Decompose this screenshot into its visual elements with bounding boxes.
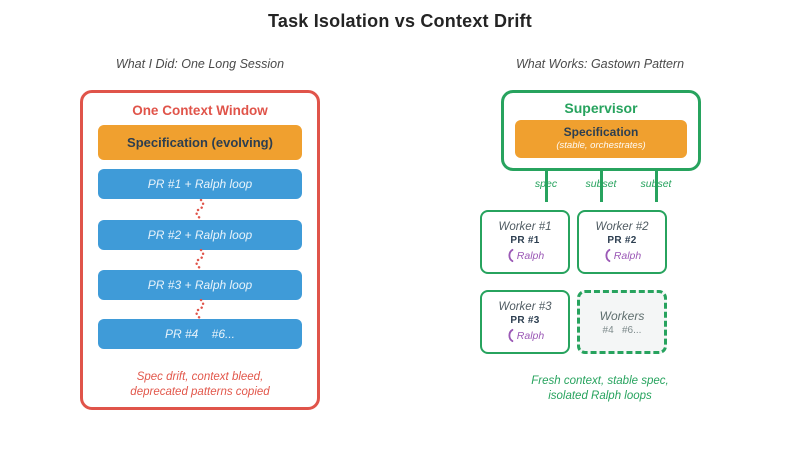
- left-column-subtitle: What I Did: One Long Session: [115, 57, 285, 71]
- worker1-loop: Ralph: [506, 248, 544, 263]
- worker3-box: Worker #3 PR #3 Ralph: [480, 290, 570, 354]
- subset-edge-label-1: subset: [585, 178, 617, 190]
- loop-arc-icon: [508, 328, 514, 343]
- left-caption: Spec drift, context bleed, deprecated pa…: [83, 370, 317, 400]
- worker1-name: Worker #1: [498, 221, 552, 233]
- loop-arc-icon: [605, 248, 611, 263]
- worker2-name: Worker #2: [595, 221, 649, 233]
- worker3-pr: PR #3: [510, 315, 540, 326]
- worker2-box: Worker #2 PR #2 Ralph: [577, 210, 667, 274]
- worker2-pr: PR #2: [607, 235, 637, 246]
- pr2-ralph-loop-box: PR #2 + Ralph loop: [98, 220, 302, 250]
- more-workers-ids: #4 #6...: [602, 324, 642, 336]
- subset-edge-label-2: subset: [640, 178, 672, 190]
- specification-stable-box: Specification (stable, orchestrates): [515, 120, 687, 158]
- more-workers-label: Workers: [599, 308, 645, 323]
- spec-edge-line: [545, 171, 548, 202]
- specification-stable-label: Specification: [563, 125, 639, 139]
- drift-connector-icon: [195, 199, 205, 219]
- left-caption-line1: Spec drift, context bleed,: [136, 371, 264, 383]
- spec-edge-label: spec: [534, 178, 558, 190]
- pr1-label: PR #1 + Ralph loop: [147, 177, 253, 191]
- pr2-label: PR #2 + Ralph loop: [147, 228, 253, 242]
- worker1-pr: PR #1: [510, 235, 540, 246]
- one-context-window-panel: One Context Window Specification (evolvi…: [80, 90, 320, 410]
- left-caption-line2: deprecated patterns copied: [130, 386, 270, 398]
- worker2-loop-label: Ralph: [613, 249, 642, 262]
- loop-arc-icon: [508, 248, 514, 263]
- worker3-name: Worker #3: [498, 301, 552, 313]
- worker1-loop-label: Ralph: [516, 249, 545, 262]
- worker2-loop: Ralph: [603, 248, 641, 263]
- one-context-window-title: One Context Window: [132, 103, 268, 118]
- drift-connector-icon: [195, 249, 205, 269]
- worker1-box: Worker #1 PR #1 Ralph: [480, 210, 570, 274]
- pr3-label: PR #3 + Ralph loop: [147, 278, 253, 292]
- worker3-loop: Ralph: [506, 328, 544, 343]
- pr4-more-box: PR #4 #6...: [98, 319, 302, 349]
- specification-stable-note: (stable, orchestrates): [556, 140, 646, 151]
- supervisor-title: Supervisor: [564, 100, 638, 116]
- right-caption-line2: isolated Ralph loops: [548, 390, 652, 402]
- specification-evolving-label: Specification (evolving): [127, 135, 273, 150]
- pr4-label: PR #4 #6...: [164, 327, 236, 341]
- specification-evolving-box: Specification (evolving): [98, 125, 302, 160]
- subset-edge-line-2: [655, 171, 658, 202]
- right-caption-line1: Fresh context, stable spec,: [531, 375, 669, 387]
- page-title: Task Isolation vs Context Drift: [268, 11, 532, 31]
- subset-edge-line-1: [600, 171, 603, 202]
- drift-connector-icon: [195, 299, 205, 319]
- pr3-ralph-loop-box: PR #3 + Ralph loop: [98, 270, 302, 300]
- pr1-ralph-loop-box: PR #1 + Ralph loop: [98, 169, 302, 199]
- right-caption: Fresh context, stable spec, isolated Ral…: [400, 374, 800, 404]
- worker3-loop-label: Ralph: [516, 329, 545, 342]
- right-column-subtitle: What Works: Gastown Pattern: [515, 57, 685, 71]
- supervisor-panel: Supervisor Specification (stable, orches…: [501, 90, 701, 171]
- more-workers-box: Workers #4 #6...: [577, 290, 667, 354]
